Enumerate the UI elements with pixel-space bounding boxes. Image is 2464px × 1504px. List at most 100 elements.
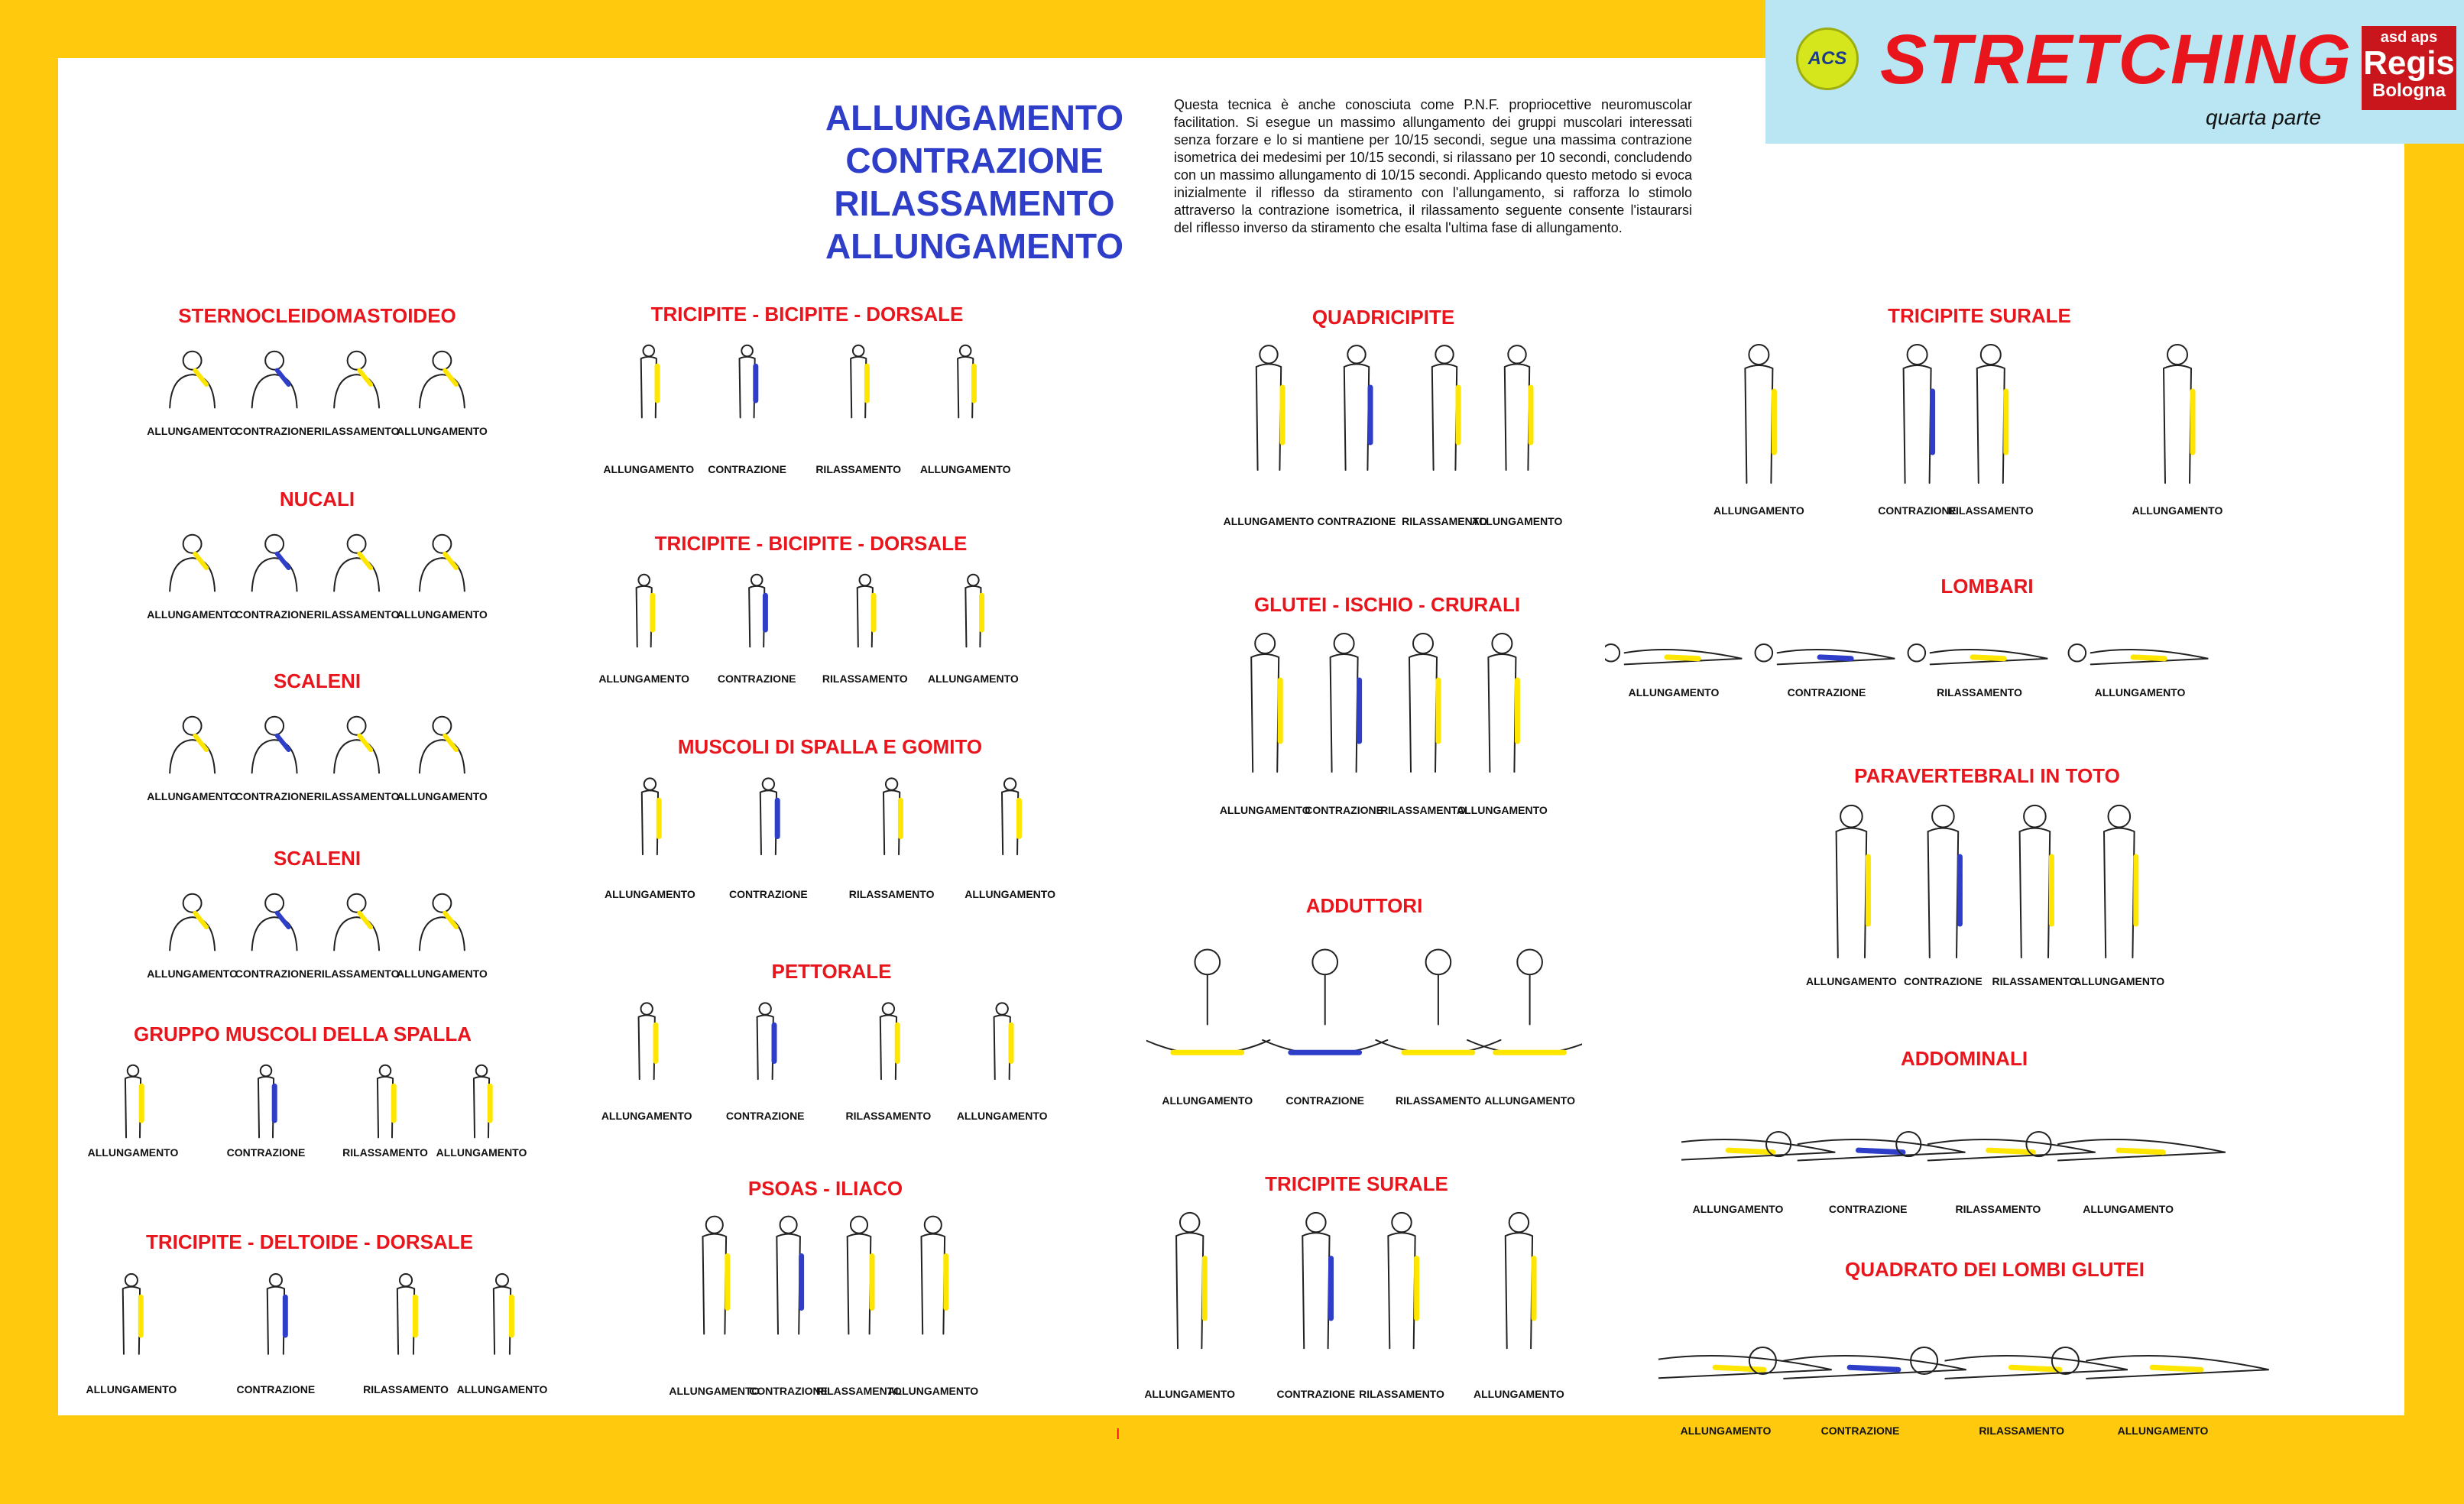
section-title: LOMBARI xyxy=(1940,575,2034,598)
step-label: CONTRAZIONE xyxy=(1820,1425,1900,1437)
exercise-figure xyxy=(1744,344,1777,484)
step-label: CONTRAZIONE xyxy=(235,968,314,980)
exercise-figure xyxy=(748,573,768,648)
method-step: ALLUNGAMENTO xyxy=(825,226,1124,266)
stretch-mark xyxy=(357,733,373,753)
step-label: ALLUNGAMENTO xyxy=(601,1110,692,1122)
step-label: ALLUNGAMENTO xyxy=(1219,804,1311,816)
contraction-mark xyxy=(1855,1147,1906,1156)
exercise-illustration xyxy=(1658,1347,2269,1379)
stretch-mark xyxy=(443,551,459,571)
exercise-figure xyxy=(418,893,465,951)
stretch-mark xyxy=(1970,654,2007,662)
stretch-mark xyxy=(1986,1147,2036,1156)
exercise-figure xyxy=(1907,643,2048,666)
exercise-figure xyxy=(418,533,465,592)
exercise-figure xyxy=(418,350,465,409)
step-label: RILASSAMENTO xyxy=(313,968,400,980)
contraction-mark xyxy=(274,910,291,930)
step-label: RILASSAMENTO xyxy=(1979,1425,2065,1437)
contraction-mark xyxy=(274,368,291,387)
step-label: CONTRAZIONE xyxy=(235,425,314,437)
club-logo-line: asd aps xyxy=(2380,29,2438,46)
step-label: CONTRAZIONE xyxy=(235,790,314,802)
header-banner: ACS STRETCHING quarta parte asd aps Regi… xyxy=(1765,0,2464,144)
step-label: ALLUNGAMENTO xyxy=(887,1385,979,1397)
section-title: ADDUTTORI xyxy=(1305,894,1423,917)
step-label: ALLUNGAMENTO xyxy=(87,1146,179,1159)
stretch-mark xyxy=(357,551,373,571)
step-label: CONTRAZIONE xyxy=(1787,686,1866,699)
exercise-figure xyxy=(1487,633,1520,773)
exercise-figure xyxy=(1902,344,1936,484)
club-logo: asd aps Regis Bologna xyxy=(2362,26,2456,110)
step-label: ALLUNGAMENTO xyxy=(1713,504,1804,517)
stretch-mark xyxy=(2115,1147,2166,1156)
exercise-figure xyxy=(333,715,381,774)
step-label: RILASSAMENTO xyxy=(1359,1388,1444,1400)
exercise-figure xyxy=(1329,633,1363,773)
exercise-figure xyxy=(1748,1347,1966,1379)
section-title: TRICIPITE - DELTOIDE - DORSALE xyxy=(145,1230,474,1253)
step-label: ALLUNGAMENTO xyxy=(965,888,1055,900)
section-title: QUADRATO DEI LOMBI GLUTEI xyxy=(1845,1258,2145,1281)
stretch-mark xyxy=(1712,1364,1767,1373)
exercise-illustration xyxy=(1744,344,2196,484)
stretch-mark xyxy=(443,368,459,387)
exercise-figure xyxy=(702,1215,731,1335)
exercise-figure xyxy=(169,715,216,774)
exercise-figure xyxy=(169,533,216,592)
step-label: RILASSAMENTO xyxy=(815,463,902,475)
step-label: ALLUNGAMENTO xyxy=(603,463,695,475)
page-number: I xyxy=(1116,1426,1120,1443)
stretch-mark xyxy=(2149,1364,2204,1373)
exercise-illustration xyxy=(702,1215,949,1335)
exercise-figure xyxy=(333,893,381,951)
section-title: SCALENI xyxy=(273,847,361,870)
exercise-figure xyxy=(1146,948,1271,1055)
exercise-figure xyxy=(957,344,977,419)
step-label: ALLUNGAMENTO xyxy=(928,673,1019,685)
exercise-figure xyxy=(1255,345,1285,471)
section-title: MUSCOLI DI SPALLA E GOMITO xyxy=(677,735,983,758)
step-label: RILASSAMENTO xyxy=(1402,515,1487,527)
step-label: RILASSAMENTO xyxy=(1380,804,1466,816)
exercise-figure xyxy=(169,893,216,951)
step-label: ALLUNGAMENTO xyxy=(1484,1094,1575,1107)
section-title: GLUTEI - ISCHIO - CRURALI xyxy=(1253,593,1521,616)
step-label: CONTRAZIONE xyxy=(1904,975,1983,987)
exercise-figure xyxy=(920,1215,949,1335)
poster-sheet xyxy=(58,58,2404,1415)
section-title: PSOAS - ILIACO xyxy=(747,1177,903,1200)
stretch-mark xyxy=(2130,654,2167,662)
exercise-figure xyxy=(2051,1347,2269,1379)
exercise-section: ADDUTTORI ALLUNGAMENTO CONTRAZIONE RILASSAM… xyxy=(1146,894,1582,1110)
step-label: CONTRAZIONE xyxy=(1285,1094,1365,1107)
exercise-illustration xyxy=(169,350,465,409)
step-label: ALLUNGAMENTO xyxy=(2073,975,2165,987)
exercise-figure xyxy=(251,893,298,951)
step-label: CONTRAZIONE xyxy=(729,888,808,900)
section-title: STERNOCLEIDOMASTOIDEO xyxy=(178,304,456,327)
step-label: CONTRAZIONE xyxy=(236,1383,316,1395)
exercise-figure xyxy=(640,344,660,419)
exercise-illustration xyxy=(169,715,465,774)
stretch-mark xyxy=(193,733,209,753)
exercise-figure xyxy=(776,1215,805,1335)
method-title: ALLUNGAMENTO CONTRAZIONE RILASSAMENTO AL… xyxy=(802,96,1146,267)
exercise-figure xyxy=(492,1273,514,1355)
step-label: ALLUNGAMENTO xyxy=(397,608,488,621)
exercise-figure xyxy=(2067,643,2209,666)
method-step: ALLUNGAMENTO xyxy=(825,98,1124,138)
exercise-figure xyxy=(640,777,662,856)
stretch-mark xyxy=(443,733,459,753)
step-label: RILASSAMENTO xyxy=(1396,1094,1481,1107)
exercise-figure xyxy=(1503,345,1534,471)
